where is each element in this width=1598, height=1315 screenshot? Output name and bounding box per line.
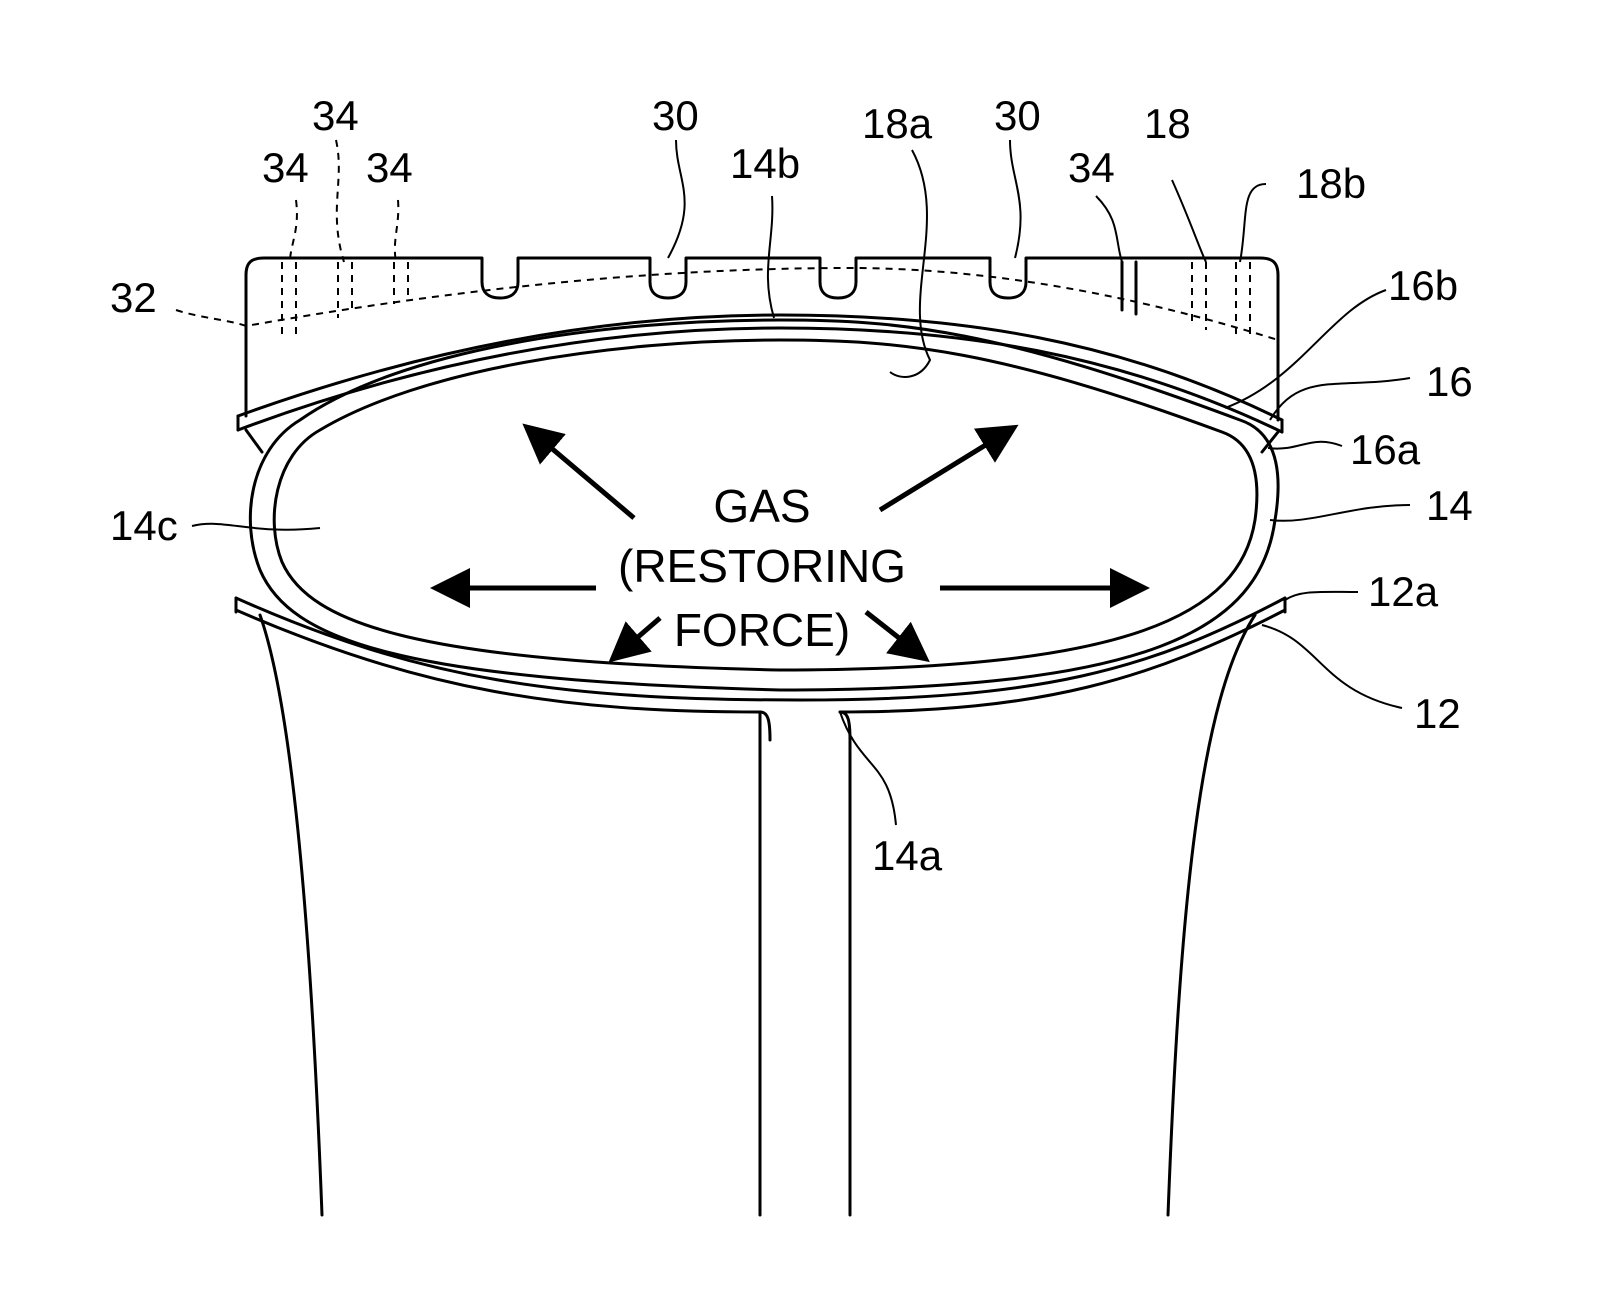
label-16a: 16a [1350, 426, 1421, 473]
label-18a: 18a [862, 100, 933, 147]
arrow-up-right [880, 430, 1010, 510]
label-32: 32 [110, 274, 157, 321]
label-30-left: 30 [652, 92, 699, 139]
arrow-up-left [530, 430, 634, 518]
gas-label-line3: FORCE) [674, 604, 850, 656]
label-14: 14 [1426, 482, 1473, 529]
label-34-left: 34 [262, 144, 309, 191]
sipes-34-left [282, 262, 408, 340]
sipes-34-right [1122, 262, 1250, 340]
label-14a: 14a [872, 832, 943, 879]
label-14c: 14c [110, 502, 178, 549]
label-18b: 18b [1296, 160, 1366, 207]
gas-label-line1: GAS [713, 480, 810, 532]
label-34-right: 34 [1068, 144, 1115, 191]
label-18: 18 [1144, 100, 1191, 147]
gas-label-line2: (RESTORING [618, 540, 906, 592]
arrow-down-right [866, 612, 922, 656]
label-14b: 14b [730, 140, 800, 187]
label-30-right: 30 [994, 92, 1041, 139]
label-12: 12 [1414, 690, 1461, 737]
label-16b: 16b [1388, 262, 1458, 309]
arrow-down-left [616, 618, 660, 656]
label-34-mid: 34 [366, 144, 413, 191]
label-12a: 12a [1368, 568, 1439, 615]
label-16: 16 [1426, 358, 1473, 405]
label-34-top: 34 [312, 92, 359, 139]
